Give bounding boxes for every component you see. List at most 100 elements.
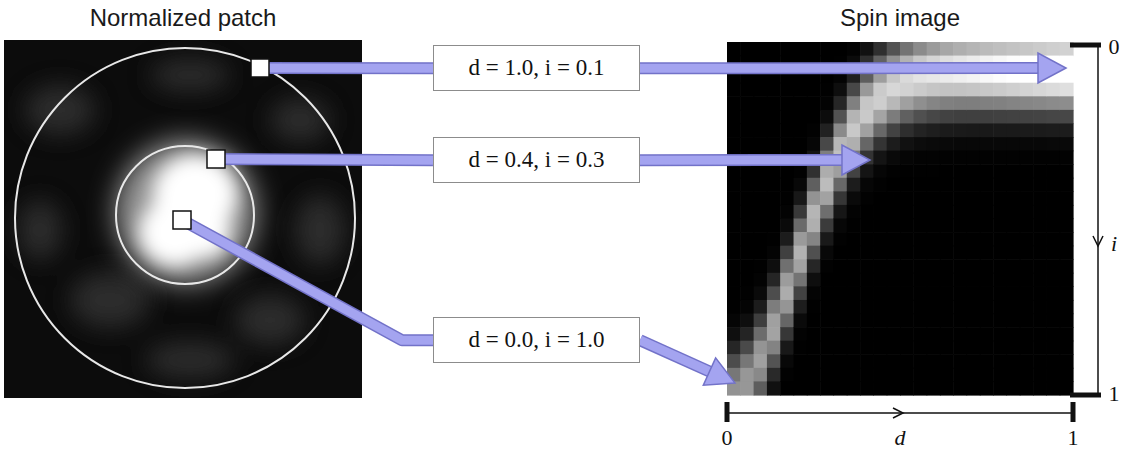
spin-pixel (913, 42, 927, 56)
spin-pixel (967, 83, 981, 97)
spin-pixel (873, 96, 887, 110)
arrow-connector (182, 220, 433, 340)
spin-pixel (940, 191, 954, 205)
spin-pixel (780, 273, 794, 287)
spin-pixel (927, 341, 941, 355)
spin-pixel (727, 246, 741, 260)
spin-pixel (740, 137, 754, 151)
spin-pixel (794, 300, 808, 314)
spin-pixel (833, 341, 847, 355)
spin-pixel (860, 164, 874, 178)
spin-pixel (940, 368, 954, 382)
spin-pixel (1060, 178, 1074, 192)
spin-pixel (794, 354, 808, 368)
spin-pixel (1033, 273, 1047, 287)
spin-pixel (887, 123, 901, 137)
spin-pixel (940, 354, 954, 368)
spin-pixel (900, 273, 914, 287)
spin-pixel (767, 381, 781, 395)
spin-pixel (1020, 341, 1034, 355)
spin-pixel (953, 96, 967, 110)
spin-pixel (780, 205, 794, 219)
spin-pixel (847, 314, 861, 328)
spin-pixel (887, 96, 901, 110)
spin-pixel (1060, 286, 1074, 300)
spin-pixel (1006, 354, 1020, 368)
spin-pixel (1046, 137, 1060, 151)
spin-pixel (993, 300, 1007, 314)
spin-pixel (873, 191, 887, 205)
spin-pixel (887, 137, 901, 151)
spin-pixel (900, 178, 914, 192)
spin-pixel (780, 123, 794, 137)
spin-pixel (913, 96, 927, 110)
spin-pixel (980, 300, 994, 314)
spin-pixel (847, 273, 861, 287)
arrow-outline (640, 154, 846, 166)
spin-pixel (1046, 164, 1060, 178)
spin-pixel (807, 164, 821, 178)
spin-pixel (887, 178, 901, 192)
spin-pixel (1020, 300, 1034, 314)
value-box: d = 0.0, i = 1.0 (433, 317, 640, 363)
spin-pixel (913, 205, 927, 219)
spin-pixel (940, 246, 954, 260)
spin-pixel (953, 83, 967, 97)
spin-pixel (900, 219, 914, 233)
spin-pixel (873, 137, 887, 151)
spin-pixel (1060, 341, 1074, 355)
value-label: d = 1.0, i = 0.1 (469, 55, 605, 80)
spin-pixel (913, 354, 927, 368)
spin-pixel (820, 110, 834, 124)
spin-pixel (847, 286, 861, 300)
spin-pixel (820, 137, 834, 151)
spin-pixel (887, 205, 901, 219)
spin-pixel (1020, 259, 1034, 273)
spin-pixel (847, 205, 861, 219)
spin-pixel (754, 83, 768, 97)
spin-pixel (754, 191, 768, 205)
spin-pixel (1020, 286, 1034, 300)
spin-pixel (967, 151, 981, 165)
spin-pixel (740, 259, 754, 273)
spin-pixel (1006, 286, 1020, 300)
spin-pixel (967, 219, 981, 233)
spin-pixel (927, 381, 941, 395)
spin-pixel (927, 96, 941, 110)
spin-pixel (887, 83, 901, 97)
spin-pixel (913, 314, 927, 328)
spin-pixel (860, 110, 874, 124)
spin-pixel (913, 123, 927, 137)
spin-pixel (1006, 110, 1020, 124)
spin-pixel (807, 110, 821, 124)
spin-pixel (1046, 232, 1060, 246)
spin-pixel (887, 354, 901, 368)
spin-pixel (1020, 219, 1034, 233)
spin-pixel (794, 246, 808, 260)
spin-pixel (1006, 232, 1020, 246)
spin-pixel (727, 137, 741, 151)
spin-pixel (780, 354, 794, 368)
spin-pixel (754, 137, 768, 151)
spin-pixel (900, 123, 914, 137)
spin-pixel (860, 205, 874, 219)
spin-pixel (767, 178, 781, 192)
spin-pixel (807, 246, 821, 260)
spin-pixel (740, 164, 754, 178)
spin-pixel (860, 96, 874, 110)
spin-pixel (967, 327, 981, 341)
spin-pixel (927, 314, 941, 328)
spin-pixel (794, 110, 808, 124)
spin-pixel (1060, 368, 1074, 382)
spin-pixel (820, 83, 834, 97)
spin-pixel (873, 286, 887, 300)
spin-pixel (807, 314, 821, 328)
spin-pixel (900, 164, 914, 178)
spin-pixel (1060, 96, 1074, 110)
spin-pixel (794, 259, 808, 273)
spin-pixel (820, 232, 834, 246)
spin-pixel (1006, 151, 1020, 165)
spin-pixel (1033, 83, 1047, 97)
spin-pixel (1060, 151, 1074, 165)
spin-pixel (1046, 273, 1060, 287)
